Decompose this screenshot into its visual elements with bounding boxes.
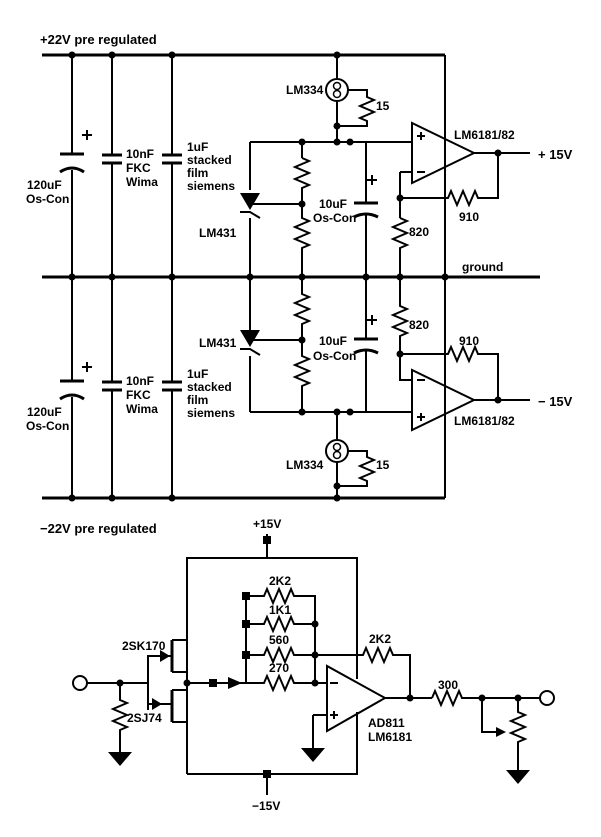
opamp-label-l2: LM6181 [368,730,412,744]
upper-cap-out-type: Os-Con [313,211,356,225]
lower-electrolytic-cap [59,362,92,401]
lower-cap-big-type: Os-Con [26,419,69,433]
pos22-label: +22V pre regulated [40,32,157,47]
input-ground-symbol [108,752,132,766]
lower-opamp-label: LM6181/82 [454,414,515,428]
resistor-r1-value: 2K2 [269,574,291,588]
buffer-section: +15V −15V 2SK170 2SJ74 [72,517,555,813]
lower-gnd-resistor-value: 820 [409,318,429,332]
output-terminal[interactable] [539,690,555,706]
vpos-label: +15V [253,517,281,531]
resistor-r2-value: 1K1 [269,603,291,617]
neg22-label: −22V pre regulated [40,521,157,536]
upper-regulator-wiring [249,138,530,277]
lower-current-source [325,412,377,498]
jfet-pair [147,639,191,723]
upper-fkc-value: 10nF [126,147,154,161]
jfet-n-label: 2SK170 [122,639,166,653]
ground-label: ground [462,260,503,274]
output-resistor [431,688,540,708]
lower-film-cap [162,380,182,392]
output-ground-symbol [506,770,530,784]
upper-film-l1: 1uF [187,140,208,154]
lower-cap-out-value: 10uF [319,334,347,348]
vneg-label: −15V [252,799,280,813]
upper-fkc-l2: Wima [126,175,158,189]
lower-fb-resistor-value: 910 [459,334,479,348]
output-resistor-value: 300 [438,678,458,692]
upper-ref-label: LM431 [199,226,237,240]
upper-current-source [325,55,377,142]
upper-opamp-label: LM6181/82 [454,128,515,142]
resistor-r4-value: 270 [269,661,289,675]
upper-source-resistor-value: 15 [376,99,390,113]
gain-resistors [246,586,327,693]
upper-film-l3: film [187,166,208,180]
lower-zener-ref [240,330,261,356]
filter-cap-wires [71,55,173,498]
feedback-resistor-value: 2K2 [369,632,391,646]
jfet-p-label: 2SJ74 [127,711,162,725]
lower-fkc-value: 10nF [126,374,154,388]
power-supply-section: +22V pre regulated −22V pre regulated gr… [26,32,573,536]
vpos-terminal [263,536,271,544]
input-terminal[interactable] [72,675,88,691]
lower-film-l4: siemens [187,406,235,420]
upper-zener-ref [240,193,261,219]
lower-opamp [411,368,477,432]
lower-film-l2: stacked [187,380,232,394]
output-potentiometer [481,698,530,784]
lower-fkc-l2: Wima [126,402,158,416]
lower-film-l3: film [187,393,208,407]
lower-film-l1: 1uF [187,367,208,381]
upper-opamp [411,121,477,185]
upper-fb-resistor-value: 910 [459,210,479,224]
lower-source-label: LM334 [286,458,324,472]
neg15-output-label: − 15V [538,394,573,409]
upper-fkc-l1: FKC [126,161,151,175]
lower-cap-big-value: 120uF [27,405,62,419]
resistor-r3-value: 560 [269,633,289,647]
lower-fkc-cap [102,380,122,392]
lower-ref-label: LM431 [199,336,237,350]
upper-cap-big-value: 120uF [27,178,62,192]
upper-film-l4: siemens [187,179,235,193]
opamp-ground-symbol [301,748,325,762]
opamp-label-l1: AD811 [368,716,405,730]
upper-fkc-cap [102,153,122,165]
upper-cap-big-type: Os-Con [26,192,69,206]
lower-cap-out-type: Os-Con [313,349,356,363]
upper-source-label: LM334 [286,83,324,97]
gain-selector [187,592,250,689]
upper-cap-out-value: 10uF [319,197,347,211]
feedback-resistor [315,645,411,698]
upper-film-cap [162,153,182,165]
pos15-output-label: + 15V [538,147,573,162]
buffer-opamp [301,664,432,762]
upper-film-l2: stacked [187,153,232,167]
lower-source-resistor-value: 15 [376,458,390,472]
upper-gnd-resistor-value: 820 [409,225,429,239]
buffer-supply-wiring [186,557,358,775]
upper-electrolytic-cap [59,130,92,174]
lower-regulator-wiring [249,277,530,416]
lower-fkc-l1: FKC [126,388,151,402]
